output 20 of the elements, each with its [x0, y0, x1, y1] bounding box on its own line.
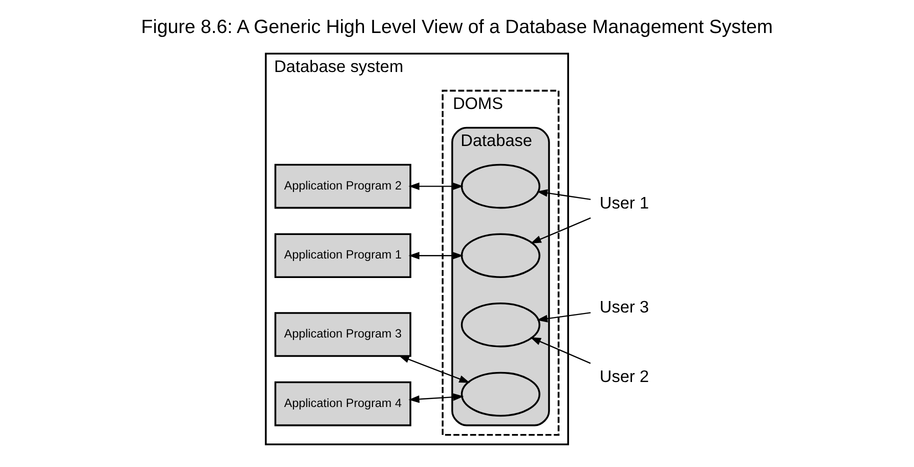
node-box: Application Program 3 [274, 312, 412, 357]
node-text: User 3 [600, 298, 649, 317]
arrow [536, 189, 591, 200]
node-box: Application Program 2 [274, 164, 412, 209]
arrow [398, 355, 470, 383]
arrow [530, 337, 591, 364]
diagram-title: Figure 8.6: A Generic High Level View of a Database Management System [141, 17, 773, 38]
node-ellipse [460, 302, 540, 348]
arrow [408, 252, 464, 260]
node-text: User 1 [600, 194, 649, 213]
arrow [408, 393, 464, 403]
arrow [530, 217, 591, 244]
node-ellipse [460, 372, 540, 417]
arrow [536, 312, 591, 322]
node-ellipse [460, 233, 540, 278]
node-ellipse [460, 164, 540, 209]
arrow [408, 182, 464, 190]
node-text: User 2 [600, 366, 649, 386]
node-box: Application Program 4 [274, 381, 412, 426]
node-box: Application Program 1 [274, 233, 412, 278]
